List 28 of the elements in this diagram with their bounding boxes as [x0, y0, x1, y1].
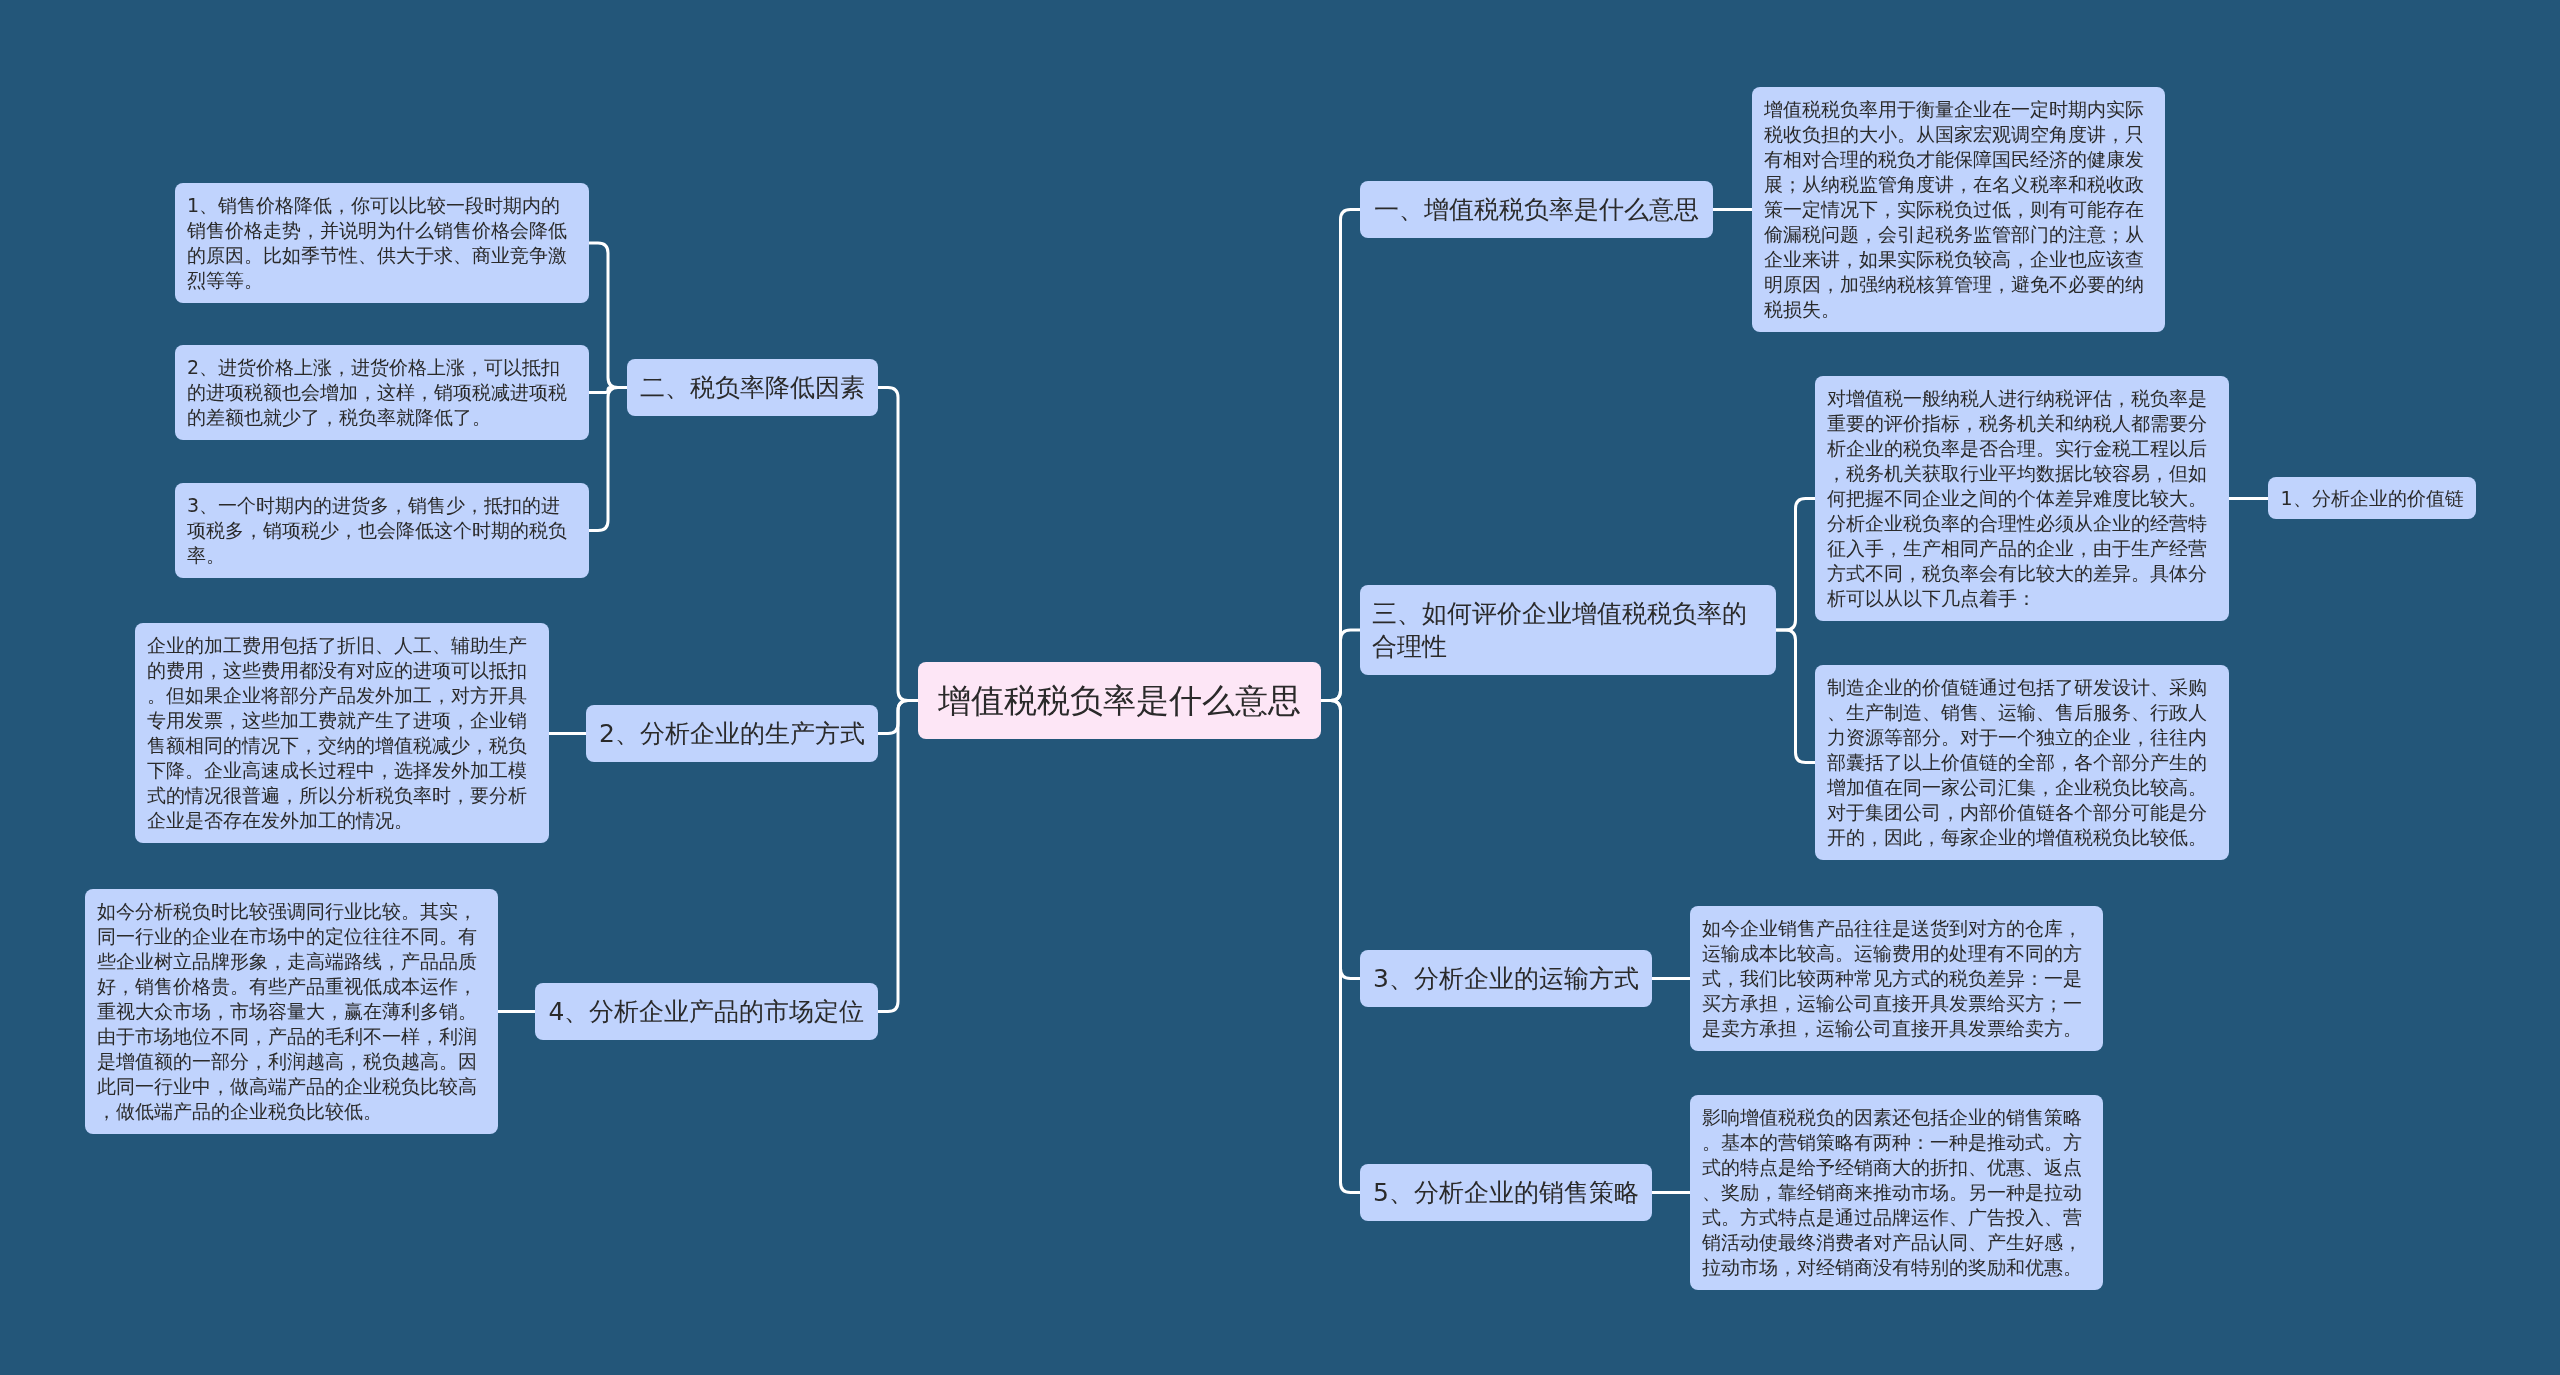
connector-line — [1652, 977, 1690, 980]
central-topic-box: 增值税税负率是什么意思 — [918, 662, 1321, 739]
topic-box: 1、分析企业的价值链 — [2268, 477, 2476, 519]
topic-box: 2、分析企业的生产方式 — [586, 705, 878, 762]
note-box: 增值税税负率用于衡量企业在一定时期内实际税收负担的大小。从国家宏观调空角度讲，只有相对合理的税负才能保障国民经济的健康发展；从纳税监管角度讲，在名义税率和税收政策一定情况下，实际税负过低，则有可能存在偷漏税问题，会引起税务监管部门的注意；从企业来讲，如果实际税负较高，企业也应该查明原因，加强纳税核算管理，避免不必要的纳税损失。 — [1752, 87, 2165, 332]
connector-line — [1776, 628, 1815, 764]
note-box: 如今分析税负时比较强调同行业比较。其实，同一行业的企业在市场中的定位往往不同。有些企业树立品牌形象，走高端路线，产品品质好，销售价格贵。有些产品重视低成本运作，重视大众市场，市场容量大，赢在薄利多销。由于市场地位不同，产品的毛利不一样，利润是增值额的一部分，利润越高，税负越高。因此同一行业中，做高端产品的企业税负比较高，做低端产品的企业税负比较低。 — [85, 889, 498, 1134]
connector-line — [878, 699, 918, 1013]
topic-box: 二、税负率降低因素 — [627, 359, 878, 416]
note-box: 如今企业销售产品往往是送货到对方的仓库，运输成本比较高。运输费用的处理有不同的方式，我们比较两种常见方式的税负差异：一是买方承担，运输公司直接开具发票给买方；一是卖方承担，运输公司直接开具发票给卖方。 — [1690, 906, 2103, 1051]
note-box: 对增值税一般纳税人进行纳税评估，税负率是重要的评价指标，税务机关和纳税人都需要分析企业的税负率是否合理。实行金税工程以后，税务机关获取行业平均数据比较容易，但如何把握不同企业之间的个体差异难度比较大。分析企业税负率的合理性必须从企业的经营特征入手，生产相同产品的企业，由于生产经营方式不同，税负率会有比较大的差异。具体分析可以从以下几点着手： — [1815, 376, 2229, 621]
connector-line — [549, 732, 586, 735]
note-box: 3、一个时期内的进货多，销售少，抵扣的进项税多，销项税少，也会降低这个时期的税负率。 — [175, 483, 589, 578]
note-box: 企业的加工费用包括了折旧、人工、辅助生产的费用，这些费用都没有对应的进项可以抵扣。但如果企业将部分产品发外加工，对方开具专用发票，这些加工费就产生了进项，企业销售额相同的情况下，交纳的增值税减少，税负下降。企业高速成长过程中，选择发外加工模式的情况很普遍，所以分析税负率时，要分析企业是否存在发外加工的情况。 — [135, 623, 549, 843]
topic-box: 3、分析企业的运输方式 — [1360, 950, 1652, 1007]
topic-box: 三、如何评价企业增值税税负率的合理性 — [1360, 585, 1776, 675]
note-box: 影响增值税税负的因素还包括企业的销售策略。基本的营销策略有两种：一种是推动式。方式的特点是给予经销商大的折扣、优惠、返点、奖励，靠经销商来推动市场。另一种是拉动式。方式特点是通过品牌运作、广告投入、营销活动使最终消费者对产品认同、产生好感，拉动市场，对经销商没有特别的奖励和优惠。 — [1690, 1095, 2103, 1290]
topic-box: 一、增值税税负率是什么意思 — [1360, 181, 1713, 238]
connector-line — [589, 386, 627, 532]
note-box: 1、销售价格降低，你可以比较一段时期内的销售价格走势，并说明为什么销售价格会降低的原因。比如季节性、供大于求、商业竞争激烈等等。 — [175, 183, 589, 303]
connector-line — [2229, 497, 2268, 500]
connector-line — [1713, 208, 1752, 211]
topic-box: 5、分析企业的销售策略 — [1360, 1164, 1652, 1221]
note-box: 制造企业的价值链通过包括了研发设计、采购、生产制造、销售、运输、售后服务、行政人力资源等部分。对于一个独立的企业，往往内部囊括了以上价值链的全部，各个部分产生的增加值在同一家公司汇集，企业税负比较高。对于集团公司，内部价值链各个部分可能是分开的，因此，每家企业的增值税税负比较低。 — [1815, 665, 2229, 860]
topic-box: 4、分析企业产品的市场定位 — [535, 983, 878, 1040]
connector-line — [498, 1010, 535, 1013]
connector-line — [1652, 1191, 1690, 1194]
note-box: 2、进货价格上涨，进货价格上涨，可以抵扣的进项税额也会增加，这样，销项税减进项税的差额也就少了，税负率就降低了。 — [175, 345, 589, 440]
